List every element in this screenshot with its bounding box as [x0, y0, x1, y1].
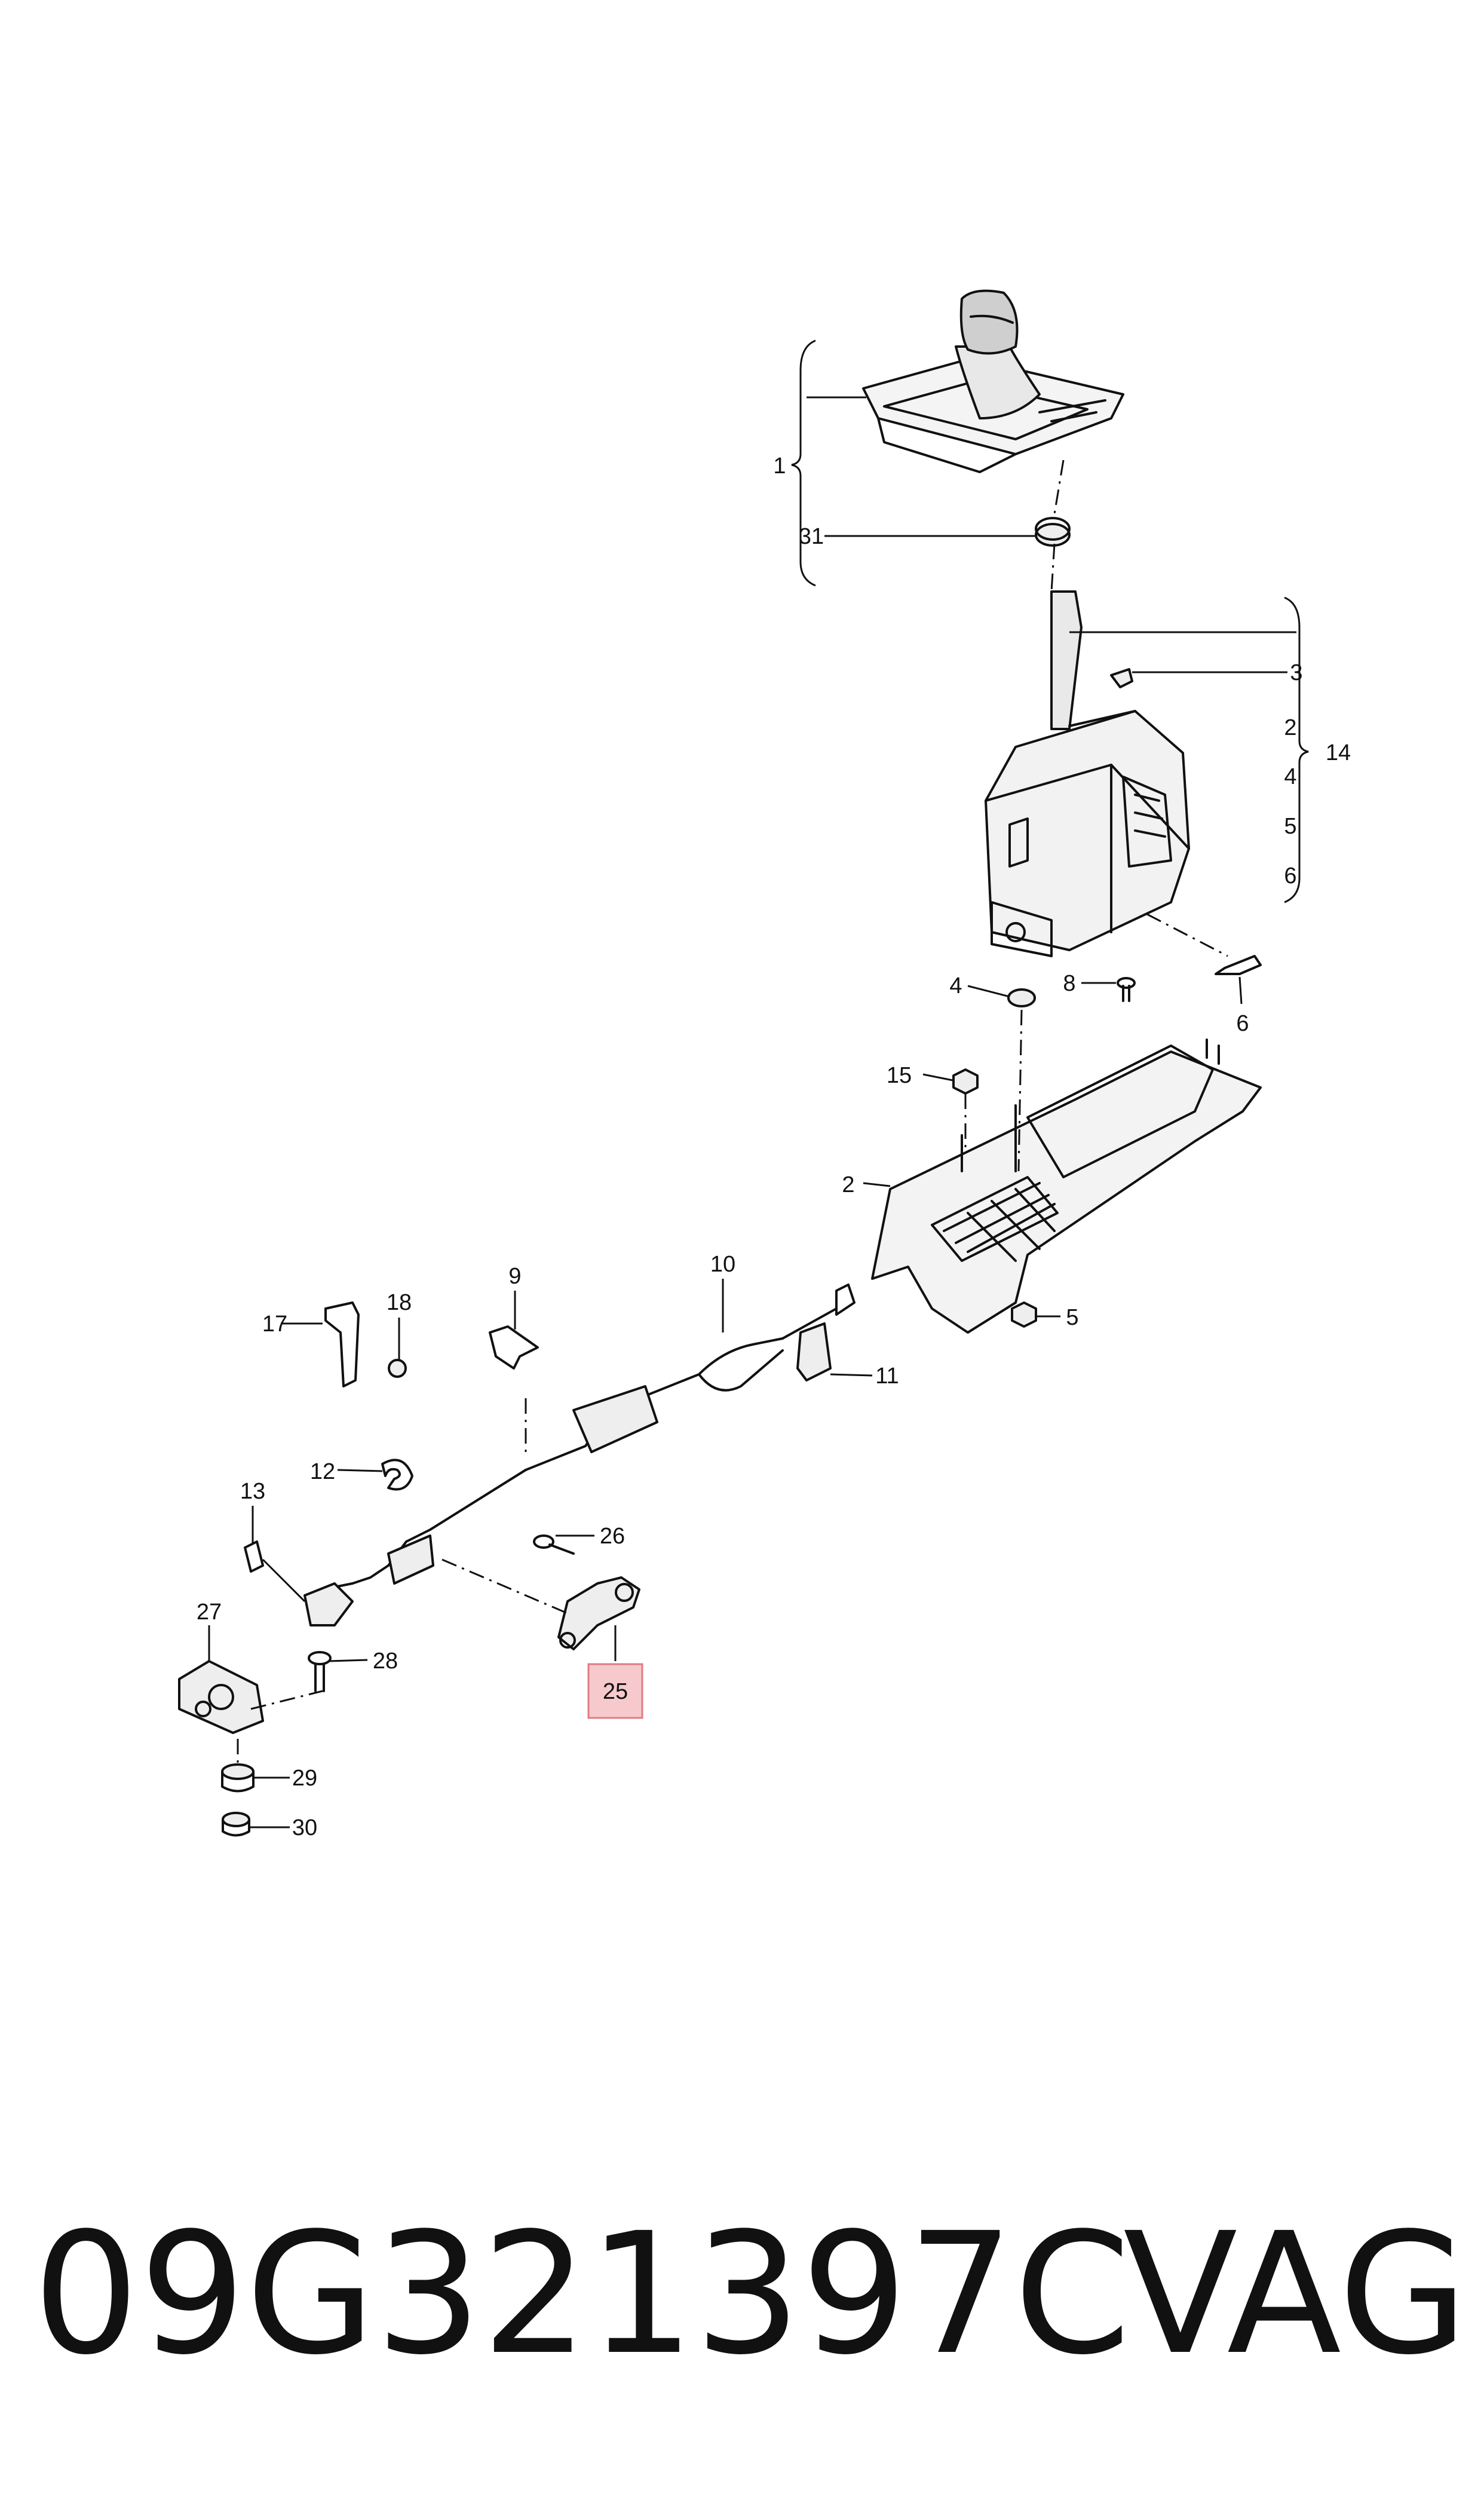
callout-8: 8	[1063, 971, 1075, 996]
part-5-nut	[1011, 1301, 1037, 1328]
callout-29: 29	[292, 1766, 317, 1791]
highlight-box-25	[587, 1663, 643, 1719]
callout-26: 26	[600, 1524, 625, 1549]
callout-28: 28	[373, 1649, 398, 1674]
part-6-bracket	[1215, 955, 1262, 975]
part-3-clip	[1110, 668, 1133, 688]
callout-15: 15	[887, 1063, 912, 1088]
part-11-clip	[796, 1322, 832, 1381]
part-25-bracket	[557, 1576, 640, 1650]
callout-17: 17	[262, 1312, 287, 1337]
part-14-gear-selector-mechanism	[985, 590, 1190, 957]
callout-30: 30	[292, 1815, 317, 1840]
part-15-nut	[952, 1068, 979, 1095]
part-12-c-clip	[381, 1459, 413, 1491]
callout-11: 11	[875, 1364, 899, 1389]
part-28-bolt	[308, 1651, 332, 1692]
part-17-bracket	[324, 1301, 360, 1387]
callout-4: 4	[949, 973, 962, 998]
part-29-bushing	[221, 1763, 255, 1793]
callout-5-group14: 5	[1284, 814, 1296, 839]
callout-9: 9	[508, 1264, 521, 1289]
callout-31: 31	[799, 524, 824, 549]
part-26-screw	[533, 1534, 575, 1555]
cable-end-socket	[303, 1582, 354, 1626]
callout-1: 1	[773, 454, 786, 479]
part-13-clip	[244, 1540, 264, 1573]
callout-labels: 1 31 3 2 14 4 5 6 4 8 6 15 2 5 9 10 11 1…	[197, 454, 1351, 1840]
callout-6: 6	[1236, 1011, 1249, 1036]
callout-12: 12	[310, 1459, 335, 1484]
callout-25: 25	[603, 1679, 628, 1704]
brand-label: VAG	[1123, 2197, 1468, 2392]
part-27-clamp-block	[178, 1660, 264, 1734]
part-30-nut	[222, 1812, 250, 1837]
callout-27: 27	[197, 1600, 222, 1625]
callout-10: 10	[710, 1252, 735, 1277]
callout-3: 3	[1290, 660, 1302, 685]
assembly-lines	[237, 460, 1228, 1763]
part-8-screw	[1117, 977, 1136, 1002]
callout-18: 18	[387, 1290, 412, 1315]
callout-2-group14: 2	[1284, 715, 1296, 740]
part-9-spring-clip	[489, 1325, 539, 1370]
callout-2: 2	[842, 1172, 854, 1197]
part-number-label: 09G321397C	[33, 2197, 1131, 2392]
leader-lines	[208, 339, 1309, 1828]
part-10-shift-cable	[321, 1283, 856, 1591]
callout-14: 14	[1326, 740, 1351, 765]
callout-6-group14: 6	[1284, 863, 1296, 889]
callout-5: 5	[1066, 1305, 1078, 1330]
callout-13: 13	[240, 1479, 265, 1504]
exploded-parts-diagram: 1 31 3 2 14 4 5 6 4 8 6 15 2 5 9 10 11 1…	[178, 289, 1351, 1840]
callout-4-group14: 4	[1284, 764, 1296, 789]
part-4-washer	[1007, 988, 1036, 1007]
part-2-housing-base	[871, 1039, 1262, 1334]
shift-knob-trim-assembly	[862, 289, 1124, 473]
part-31-ring	[1035, 517, 1071, 547]
part-18-nut	[388, 1359, 407, 1378]
